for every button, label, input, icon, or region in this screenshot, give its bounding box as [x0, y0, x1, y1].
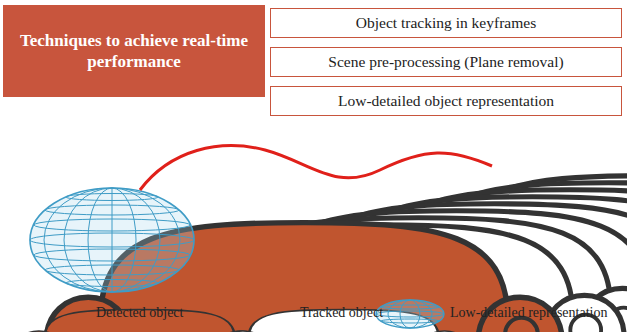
technique-box: Scene pre-processing (Plane removal) [270, 47, 622, 77]
box-text: Scene pre-processing (Plane removal) [328, 53, 563, 71]
heading-box: Techniques to achieve real-time performa… [3, 5, 265, 97]
legend-label: Low-detailed representation [450, 305, 607, 321]
technique-box: Object tracking in keyframes [270, 8, 622, 38]
ellipsoid-mesh [30, 188, 194, 292]
box-text: Techniques to achieve real-time performa… [17, 30, 251, 73]
box-text: Object tracking in keyframes [356, 14, 536, 32]
legend-label: Tracked object [300, 305, 383, 321]
box-text: Low-detailed object representation [338, 92, 554, 110]
legend-label: Detected object [96, 305, 183, 321]
technique-box: Low-detailed object representation [270, 86, 622, 116]
trajectory-curve [140, 146, 492, 190]
legend-mesh-sample [376, 300, 444, 328]
